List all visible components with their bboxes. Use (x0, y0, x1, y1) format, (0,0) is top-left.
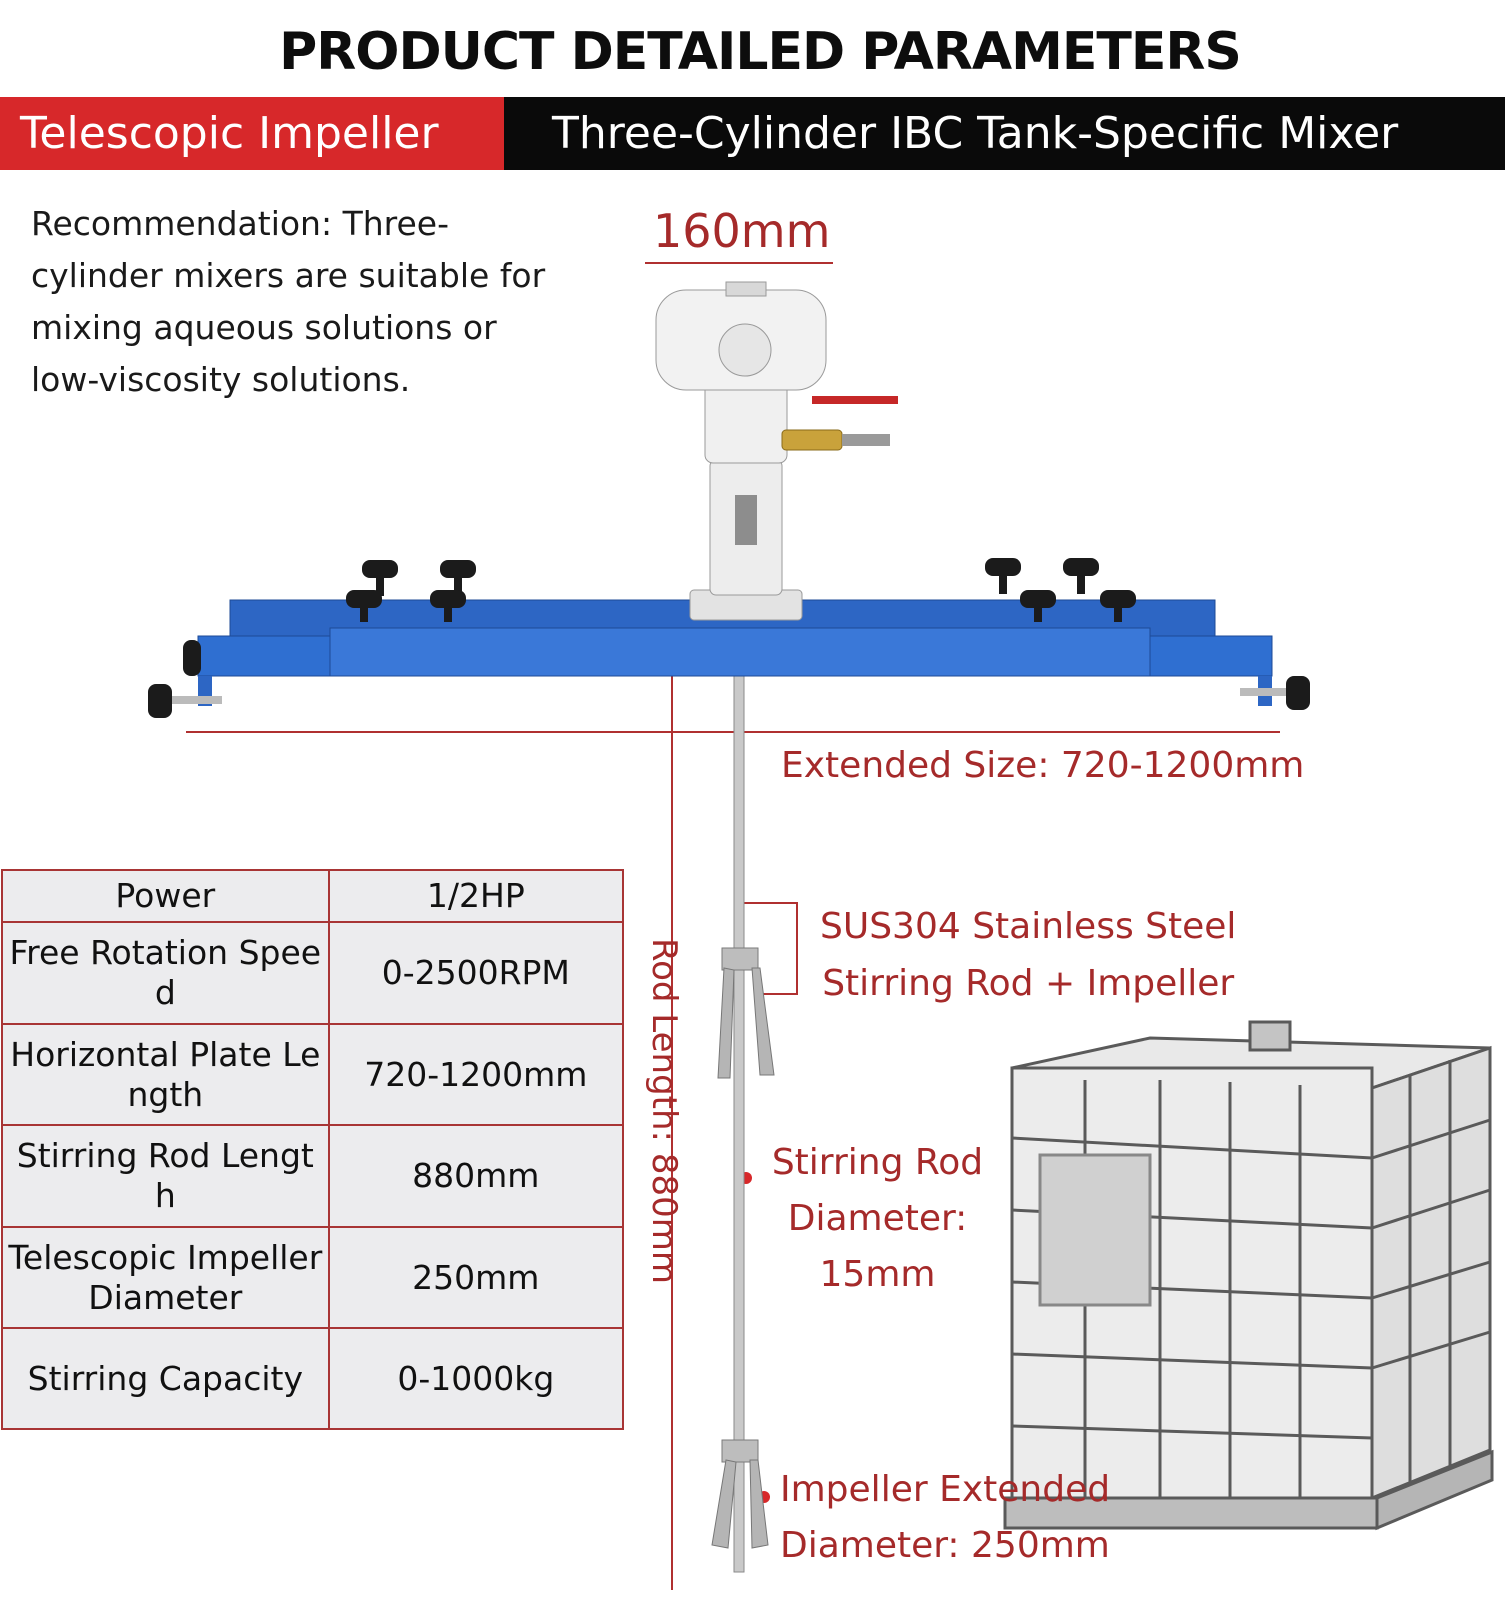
spec-table: Power 1/2HP Free Rotation Speed 0-2500RP… (1, 869, 625, 1430)
spec-label: Power (1, 869, 330, 923)
page-title: PRODUCT DETAILED PARAMETERS (279, 22, 1242, 82)
lower-impeller-icon (711, 1439, 769, 1549)
extended-size-label: Extended Size: 720-1200mm (781, 745, 1305, 786)
header-banner: Telescopic Impeller Three-Cylinder IBC T… (0, 97, 1505, 170)
spec-value: 250mm (327, 1226, 625, 1329)
impeller-diameter-label: Impeller Extended Diameter: 250mm (780, 1462, 1110, 1574)
material-bracket (740, 902, 798, 995)
rod-diameter-line-2: Diameter: (787, 1198, 968, 1239)
spec-value: 880mm (327, 1124, 625, 1228)
rod-diameter-line-1: Stirring Rod (771, 1142, 984, 1183)
table-row: Horizontal Plate Length 720-1200mm (1, 1023, 625, 1126)
spec-label: Horizontal Plate Length (1, 1023, 330, 1126)
top-width-label: 160mm (653, 204, 831, 258)
product-name: Three-Cylinder IBC Tank-Specific Mixer (552, 108, 1399, 159)
table-row: Telescopic Impeller Diameter 250mm (1, 1226, 625, 1329)
top-width-line (645, 262, 833, 264)
spec-value: 720-1200mm (327, 1023, 625, 1126)
rod-length-label: Rod Length: 880mm (644, 938, 684, 1284)
material-line-2: Stirring Rod + Impeller (822, 963, 1235, 1004)
table-row: Power 1/2HP (1, 869, 625, 923)
stirring-rod (733, 671, 745, 1573)
spec-value: 1/2HP (327, 869, 625, 923)
impeller-line-2: Diameter: 250mm (780, 1525, 1110, 1566)
spec-label: Stirring Capacity (1, 1327, 330, 1430)
air-motor-icon (655, 281, 898, 621)
upper-impeller-icon (717, 947, 775, 1079)
rod-diameter-label: Stirring Rod Diameter: 15mm (760, 1135, 995, 1303)
spec-label: Stirring Rod Length (1, 1124, 330, 1228)
clamp-knobs (148, 558, 1310, 718)
table-row: Free Rotation Speed 0-2500RPM (1, 921, 625, 1025)
spec-value: 0-2500RPM (327, 921, 625, 1025)
table-row: Stirring Rod Length 880mm (1, 1124, 625, 1228)
tag-label: Telescopic Impeller (0, 97, 504, 170)
spec-label: Free Rotation Speed (1, 921, 330, 1025)
impeller-line-1: Impeller Extended (780, 1469, 1111, 1510)
material-line-1: SUS304 Stainless Steel (820, 906, 1237, 947)
spec-label: Telescopic Impeller Diameter (1, 1226, 330, 1329)
material-label: SUS304 Stainless Steel Stirring Rod + Im… (820, 898, 1236, 1012)
rod-diameter-line-3: 15mm (819, 1254, 936, 1295)
recommendation-text: Recommendation: Three-cylinder mixers ar… (31, 204, 546, 399)
table-row: Stirring Capacity 0-1000kg (1, 1327, 625, 1430)
spec-value: 0-1000kg (327, 1327, 625, 1430)
ibc-tank-image (1003, 1020, 1494, 1531)
